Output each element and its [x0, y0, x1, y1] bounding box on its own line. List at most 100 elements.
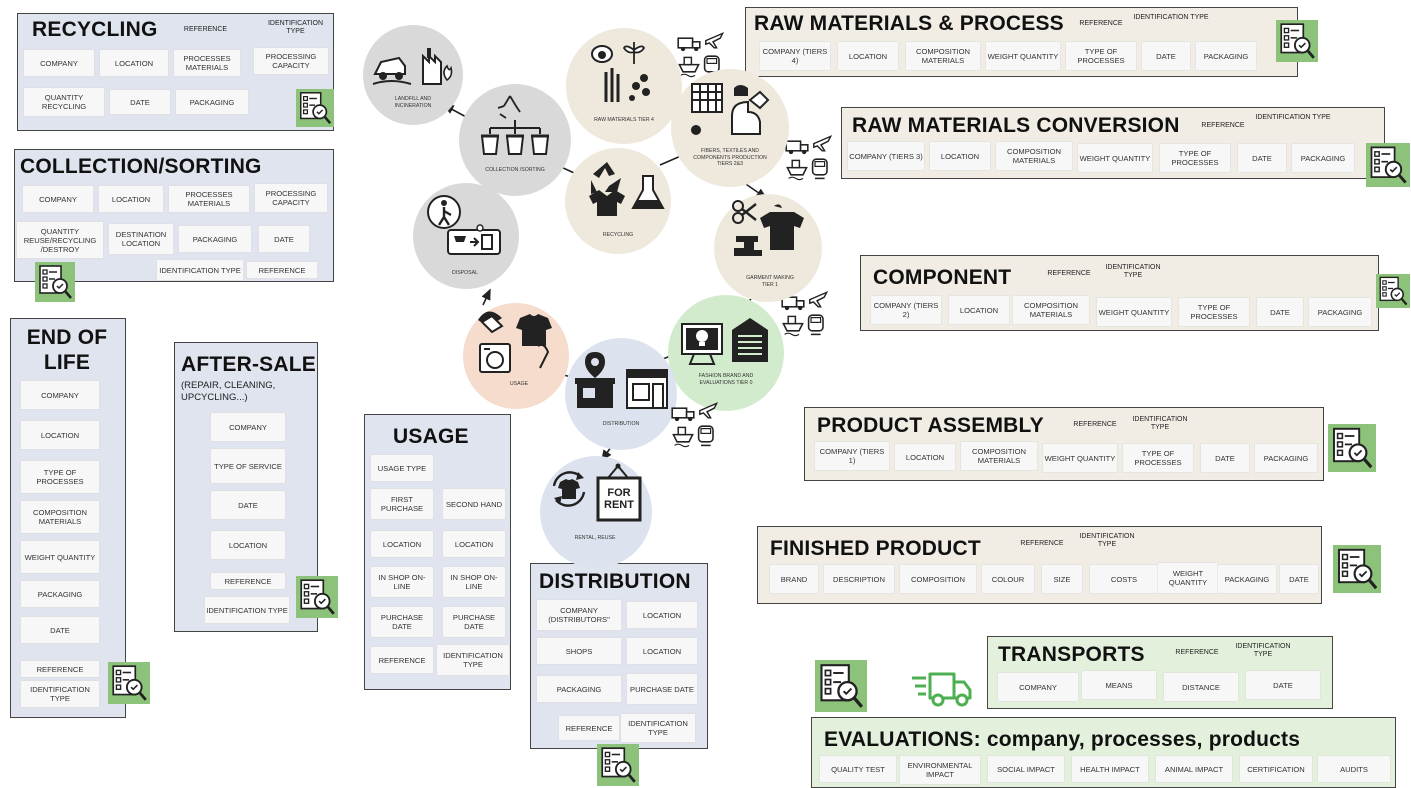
raw-materials-icon	[591, 42, 650, 102]
usage-location-2: LOCATION	[443, 531, 505, 557]
transports-reference: REFERENCE	[1175, 649, 1219, 656]
rmc-weight: WEIGHT QUANTITY	[1078, 144, 1152, 172]
recycling-quantity: QUANTITY RECYCLING	[24, 88, 104, 116]
distribution-reference: REFERENCE	[559, 716, 619, 740]
distribution-panel: DISTRIBUTION COMPANY (DISTRIBUTORS" LOCA…	[530, 563, 708, 749]
collection-reference: REFERENCE	[247, 262, 317, 278]
after-sale-title: AFTER-SALE	[181, 353, 316, 376]
fp-packaging: PACKAGING	[1218, 565, 1276, 593]
after-sale-location: LOCATION	[211, 531, 285, 559]
collection-label: COLLECTION /SORTING	[485, 167, 545, 173]
fp-weight: WEIGHT QUANTITY	[1158, 563, 1218, 593]
fibers-label: FIBERS, TEXTILES AND COMPONENTS PRODUCTI…	[693, 148, 767, 167]
fibers-icon	[691, 83, 770, 135]
distribution-packaging: PACKAGING	[537, 676, 621, 702]
distribution-identification-type: IDENTIFICATION TYPE	[621, 714, 695, 742]
eol-date: DATE	[21, 617, 99, 643]
collection-identification-type: IDENTIFICATION TYPE	[157, 260, 243, 280]
eval-certification: CERTIFICATION	[1240, 756, 1312, 782]
fp-date: DATE	[1280, 565, 1318, 593]
rmp-title: RAW MATERIALS & PROCESS	[754, 12, 1064, 35]
raw-materials-conversion-panel: RAW MATERIALS CONVERSION REFERENCE IDENT…	[841, 107, 1385, 179]
after-sale-reference: REFERENCE	[211, 573, 285, 589]
end-of-life-title: END OF LIFE	[26, 326, 108, 374]
evaluations-panel: EVALUATIONS: company, processes, product…	[811, 717, 1396, 788]
component-panel: COMPONENT REFERENCE IDENTIFICATION TYPE …	[860, 255, 1379, 331]
distribution-icon	[575, 352, 668, 409]
component-date: DATE	[1257, 298, 1303, 326]
recycling-processes-materials: PROCESSES MATERIALS	[174, 50, 240, 76]
transports-identification-type: IDENTIFICATION TYPE	[1235, 643, 1291, 658]
after-sale-type-of-service: TYPE OF SERVICE	[211, 449, 285, 483]
transports-company: COMPANY	[998, 673, 1078, 701]
after-sale-identification-type: IDENTIFICATION TYPE	[205, 597, 289, 623]
recycling-panel: RECYCLING REFERENCE IDENTIFICATION TYPE …	[17, 13, 334, 131]
end-of-life-panel: END OF LIFE COMPANY LOCATION TYPE OF PRO…	[10, 318, 126, 718]
eval-audits: AUDITS	[1318, 756, 1390, 782]
fp-size: SIZE	[1042, 565, 1082, 593]
pa-date: DATE	[1201, 444, 1249, 472]
eval-social-impact: SOCIAL IMPACT	[988, 756, 1064, 782]
collection-title: COLLECTION/SORTING	[20, 155, 262, 178]
garment-making-circle	[714, 194, 822, 302]
distribution-shops: SHOPS	[537, 638, 621, 664]
distribution-title: DISTRIBUTION	[539, 570, 691, 593]
disposal-icon	[427, 195, 501, 255]
recycling-title: RECYCLING	[32, 18, 158, 41]
fp-identification-type: IDENTIFICATION TYPE	[1079, 533, 1135, 548]
pa-company: COMPANY (TIERS 1)	[815, 442, 889, 470]
usage-purchase-date-2: PURCHASE DATE	[443, 607, 505, 637]
component-type: TYPE OF PROCESSES	[1179, 298, 1249, 326]
rmp-packaging: PACKAGING	[1196, 42, 1256, 70]
distribution-location-1: LOCATION	[627, 602, 697, 628]
collection-date: DATE	[259, 226, 309, 252]
eval-quality-test: QUALITY TEST	[820, 756, 896, 782]
rmc-packaging: PACKAGING	[1292, 144, 1354, 172]
fp-composition: COMPOSITION	[900, 565, 976, 593]
recycling-identification-type: IDENTIFICATION TYPE	[267, 20, 324, 35]
eol-reference: REFERENCE	[21, 661, 99, 677]
usage-location-1: LOCATION	[371, 531, 433, 557]
recycling-location: LOCATION	[100, 50, 168, 76]
recycling-packaging: PACKAGING	[176, 90, 248, 114]
collection-processes-materials: PROCESSES MATERIALS	[169, 186, 249, 212]
pa-type: TYPE OF PROCESSES	[1123, 444, 1193, 472]
rmp-location: LOCATION	[838, 42, 898, 70]
rmc-composition: COMPOSITION MATERIALS	[996, 142, 1072, 170]
finished-product-panel: FINISHED PRODUCT REFERENCE IDENTIFICATIO…	[757, 526, 1322, 604]
pa-weight: WEIGHT QUANTITY	[1043, 444, 1117, 472]
usage-reference: REFERENCE	[371, 647, 433, 673]
transports-title: TRANSPORTS	[998, 643, 1145, 666]
eval-health-impact: HEALTH IMPACT	[1072, 756, 1148, 782]
usage-type: USAGE TYPE	[371, 455, 433, 481]
eol-composition-materials: COMPOSITION MATERIALS	[21, 501, 99, 533]
collection-icon	[480, 95, 550, 155]
collection-destination: DESTINATION LOCATION	[109, 224, 173, 254]
usage-in-shop-1: IN SHOP ON-LINE	[371, 567, 433, 597]
distribution-location-2: LOCATION	[627, 638, 697, 664]
component-company: COMPANY (TIERS 2)	[871, 296, 941, 324]
collection-quantity: QUANTITY REUSE/RECYCLING /DESTROY	[17, 222, 103, 258]
fashion-brand-label: FASHION BRAND AND EVALUATIONS TIER 0	[698, 373, 754, 386]
fibers-circle	[671, 69, 789, 187]
after-sale-date: DATE	[211, 491, 285, 519]
recycling-reference: REFERENCE	[183, 26, 228, 33]
component-reference: REFERENCE	[1047, 270, 1091, 277]
raw-materials-process-panel: RAW MATERIALS & PROCESS REFERENCE IDENTI…	[745, 7, 1298, 77]
rmc-identification-type: IDENTIFICATION TYPE	[1255, 114, 1331, 121]
eol-location: LOCATION	[21, 421, 99, 449]
pa-reference: REFERENCE	[1073, 421, 1117, 428]
delivery-truck-icon	[912, 672, 972, 707]
transports-means: MEANS	[1082, 671, 1156, 699]
rmc-reference: REFERENCE	[1201, 122, 1245, 129]
rental-label: RENTAL, REUSE	[574, 535, 616, 541]
recycling-label: RECYCLING	[602, 232, 634, 238]
fp-colour: COLOUR	[982, 565, 1034, 593]
usage-purchase-date-1: PURCHASE DATE	[371, 607, 433, 637]
rmc-date: DATE	[1238, 144, 1286, 172]
fp-description: DESCRIPTION	[824, 565, 894, 593]
fp-reference: REFERENCE	[1020, 540, 1064, 547]
eol-weight-quantity: WEIGHT QUANTITY	[21, 541, 99, 573]
transports-panel: TRANSPORTS REFERENCE IDENTIFICATION TYPE…	[987, 636, 1333, 709]
usage-title: USAGE	[393, 425, 469, 448]
